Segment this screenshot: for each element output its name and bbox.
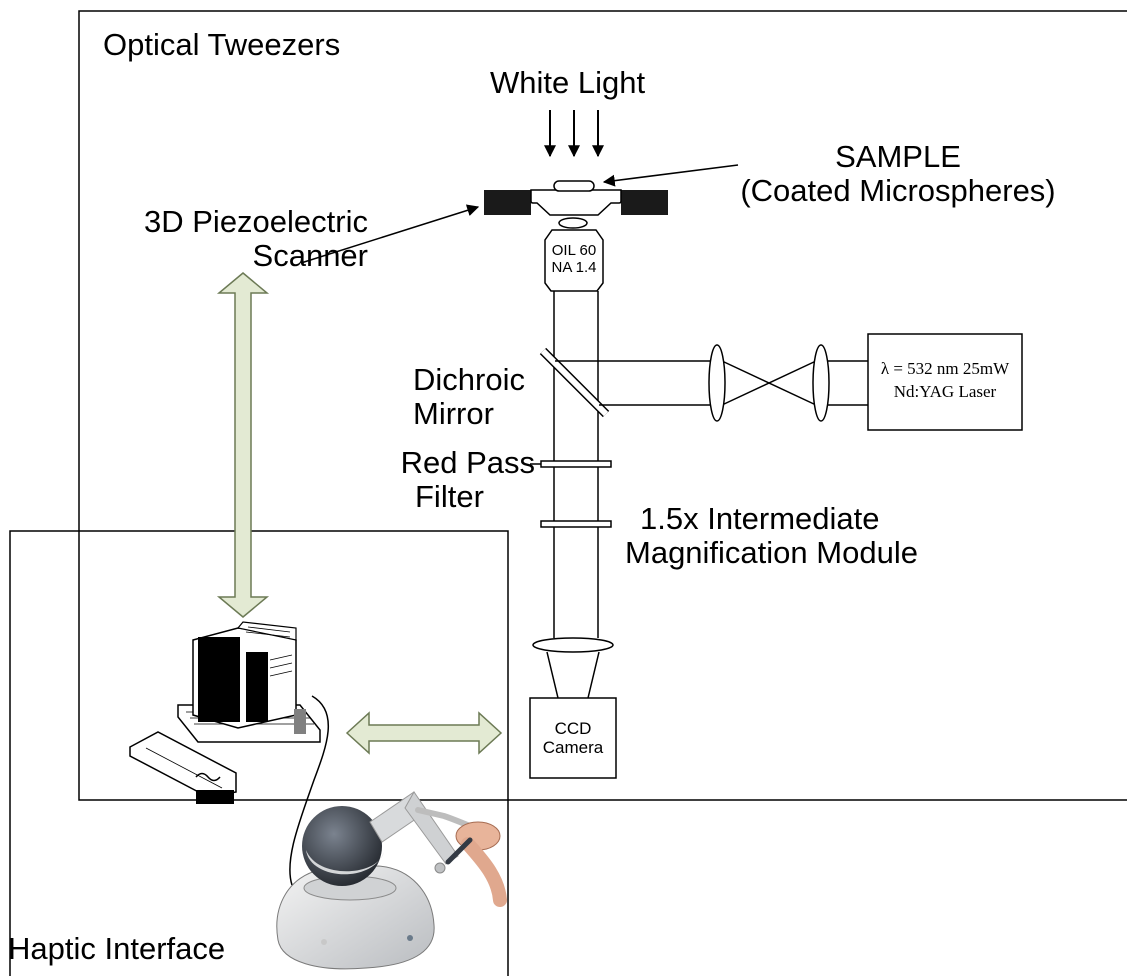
sample-stage xyxy=(484,180,668,216)
piezo-scanner-line1: 3D Piezoelectric xyxy=(144,204,368,239)
camera-link-double-arrow xyxy=(345,711,503,755)
laser-box xyxy=(867,333,1023,431)
dichroic-line2: Mirror xyxy=(413,396,494,432)
objective-top-lens xyxy=(558,217,588,229)
haptic-device-icon xyxy=(276,791,507,970)
objective-body xyxy=(544,229,604,292)
haptic-cable xyxy=(289,695,330,886)
ccd-camera-box xyxy=(529,697,617,779)
magnification-line2: Magnification Module xyxy=(625,535,918,571)
laser-line1: λ = 532 nm 25mW xyxy=(880,359,1010,378)
optical-tweezers-label: Optical Tweezers xyxy=(103,27,341,62)
magnification-line1: 1.5x Intermediate xyxy=(640,501,880,536)
scanner-block-right xyxy=(621,190,668,215)
red-pass-line1: Red Pass xyxy=(400,445,535,480)
scanner-link-double-arrow xyxy=(216,272,270,618)
white-light-label: White Light xyxy=(490,65,646,100)
magnification-module-label: 1.5x Intermediate Magnification Module xyxy=(625,501,918,571)
beam-expander-lens-2 xyxy=(812,344,830,422)
white-light-arrows xyxy=(544,110,604,158)
haptic-interface-frame xyxy=(9,530,509,976)
piezo-pointer-arrow xyxy=(300,204,480,264)
ccd-line2: Camera xyxy=(542,737,604,757)
objective-line2: NA 1.4 xyxy=(551,258,597,276)
objective-line1: OIL 60 xyxy=(551,242,597,259)
stage-plate xyxy=(530,189,622,216)
scanner-block-left xyxy=(484,190,531,215)
red-pass-filter-label: Red Pass Filter xyxy=(385,445,535,515)
objective-lens xyxy=(544,217,604,292)
objective-label: OIL 60 NA 1.4 xyxy=(548,242,600,276)
sample-subtitle: (Coated Microspheres) xyxy=(740,173,1056,209)
sample-title: SAMPLE xyxy=(835,139,961,174)
magnification-module xyxy=(540,520,612,528)
dichroic-line1: Dichroic xyxy=(413,362,525,397)
sample-pointer-arrow xyxy=(602,164,739,187)
haptic-interface-label: Haptic Interface xyxy=(8,931,226,966)
ccd-camera-label: CCD Camera xyxy=(530,719,616,757)
dichroic-mirror-label: Dichroic Mirror xyxy=(413,362,525,432)
sample-drop xyxy=(553,180,595,192)
focus-cone xyxy=(546,651,600,699)
piezo-scanner-line2: Scanner xyxy=(252,238,368,274)
beam-expander-lens-1 xyxy=(708,344,726,422)
laser-label: λ = 532 nm 25mW Nd:YAG Laser xyxy=(868,359,1022,401)
piezo-scanner-label: 3D Piezoelectric Scanner xyxy=(108,204,368,274)
ccd-line1: CCD xyxy=(554,719,592,738)
dichroic-mirror-face xyxy=(540,348,609,417)
laser-line2: Nd:YAG Laser xyxy=(893,381,997,401)
tube-lens xyxy=(532,637,614,653)
red-pass-filter xyxy=(540,460,612,468)
desktop-computer-icon xyxy=(129,621,321,804)
optical-tweezers-frame xyxy=(78,10,1127,801)
sample-label: SAMPLE (Coated Microspheres) xyxy=(703,139,1093,209)
red-pass-line2: Filter xyxy=(415,479,484,515)
laser-beam-path xyxy=(555,360,868,406)
